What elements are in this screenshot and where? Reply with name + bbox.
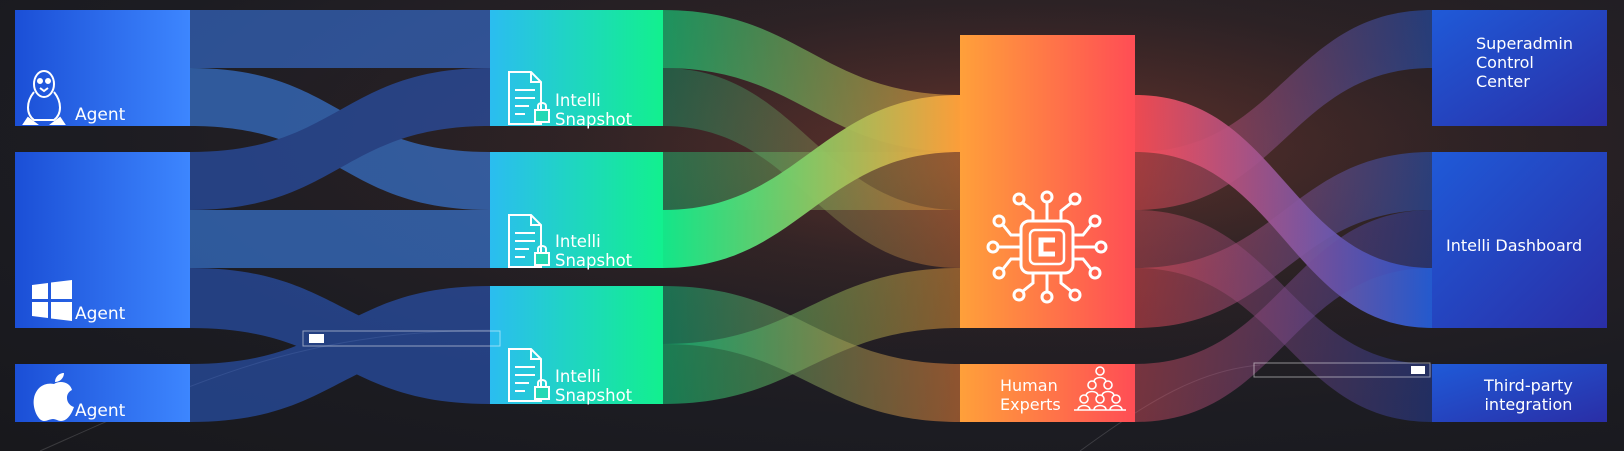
dest-label-thirdparty-line1: Third-party bbox=[1484, 376, 1573, 395]
source-label-windows: Agent bbox=[75, 304, 126, 324]
source-label-linux: Agent bbox=[75, 105, 126, 125]
dest-label-superadmin-line3: Center bbox=[1476, 72, 1530, 91]
locked-document-icon bbox=[508, 71, 550, 125]
windows-logo-icon bbox=[32, 280, 72, 321]
dest-label-thirdparty-line2: integration bbox=[1484, 395, 1573, 414]
flows-source-to-snapshot bbox=[190, 10, 490, 422]
dest-label-thirdparty: Third-party integration bbox=[1484, 376, 1573, 414]
dest-label-dashboard-line1: Intelli Dashboard bbox=[1446, 236, 1583, 255]
flow-hub-to-superadmin bbox=[1135, 10, 1432, 210]
human-experts-line2: Experts bbox=[1000, 395, 1061, 414]
dest-label-dashboard: Intelli Dashboard bbox=[1446, 236, 1582, 255]
snapshot-label-3: Intelli Snapshot bbox=[555, 367, 632, 405]
dest-label-superadmin: Superadmin Control Center bbox=[1476, 34, 1573, 91]
snapshot-label-2: Intelli Snapshot bbox=[555, 232, 632, 270]
overlay-track-left[interactable] bbox=[302, 330, 501, 347]
flow-windows-to-snap2 bbox=[190, 210, 490, 268]
locked-document-icon bbox=[508, 214, 550, 268]
human-experts-line1: Human bbox=[1000, 376, 1058, 395]
source-node-linux[interactable] bbox=[15, 10, 190, 126]
flows-hub-to-destinations bbox=[1135, 10, 1432, 422]
snapshot-label-1: Intelli Snapshot bbox=[555, 91, 632, 129]
locked-document-icon bbox=[508, 348, 550, 402]
flow-apple-to-snap3 bbox=[190, 286, 490, 422]
human-experts-label: Human Experts bbox=[1000, 376, 1061, 414]
snapshot-label-3-line2: Snapshot bbox=[555, 386, 633, 405]
flow-windows-to-snap1 bbox=[190, 68, 490, 210]
snapshot-label-1-line1: Intelli bbox=[555, 91, 601, 110]
snapshot-nodes bbox=[490, 10, 663, 404]
dest-node-dashboard[interactable] bbox=[1432, 152, 1607, 328]
dest-label-superadmin-line1: Superadmin bbox=[1476, 34, 1574, 53]
overlay-thumb-left[interactable] bbox=[309, 334, 324, 343]
dest-label-superadmin-line2: Control bbox=[1476, 53, 1534, 72]
overlay-thumb-right[interactable] bbox=[1411, 366, 1425, 374]
flow-experts-to-dashboard bbox=[1135, 210, 1432, 422]
snapshot-label-2-line2: Snapshot bbox=[555, 251, 633, 270]
snapshot-label-2-line1: Intelli bbox=[555, 232, 601, 251]
ai-chip-circuit-icon bbox=[986, 190, 1108, 304]
flow-linux-to-snap1 bbox=[190, 10, 490, 68]
snapshot-node-3[interactable] bbox=[490, 286, 663, 404]
people-pyramid-icon bbox=[1074, 366, 1126, 411]
apple-logo-icon bbox=[33, 373, 74, 421]
source-node-windows[interactable] bbox=[15, 152, 190, 328]
snapshot-label-3-line1: Intelli bbox=[555, 367, 601, 386]
snapshot-label-1-line2: Snapshot bbox=[555, 110, 633, 129]
source-label-apple: Agent bbox=[75, 401, 126, 421]
flow-snap3-to-experts bbox=[663, 286, 960, 422]
overlay-track-right[interactable] bbox=[1253, 362, 1431, 378]
dest-node-superadmin[interactable] bbox=[1432, 10, 1607, 126]
flows-snapshot-to-hub bbox=[663, 10, 960, 422]
human-experts-node[interactable] bbox=[960, 364, 1135, 422]
linux-tux-icon bbox=[22, 70, 66, 125]
dest-node-thirdparty[interactable] bbox=[1432, 364, 1607, 422]
flow-snap2-to-hub-low bbox=[663, 152, 960, 210]
